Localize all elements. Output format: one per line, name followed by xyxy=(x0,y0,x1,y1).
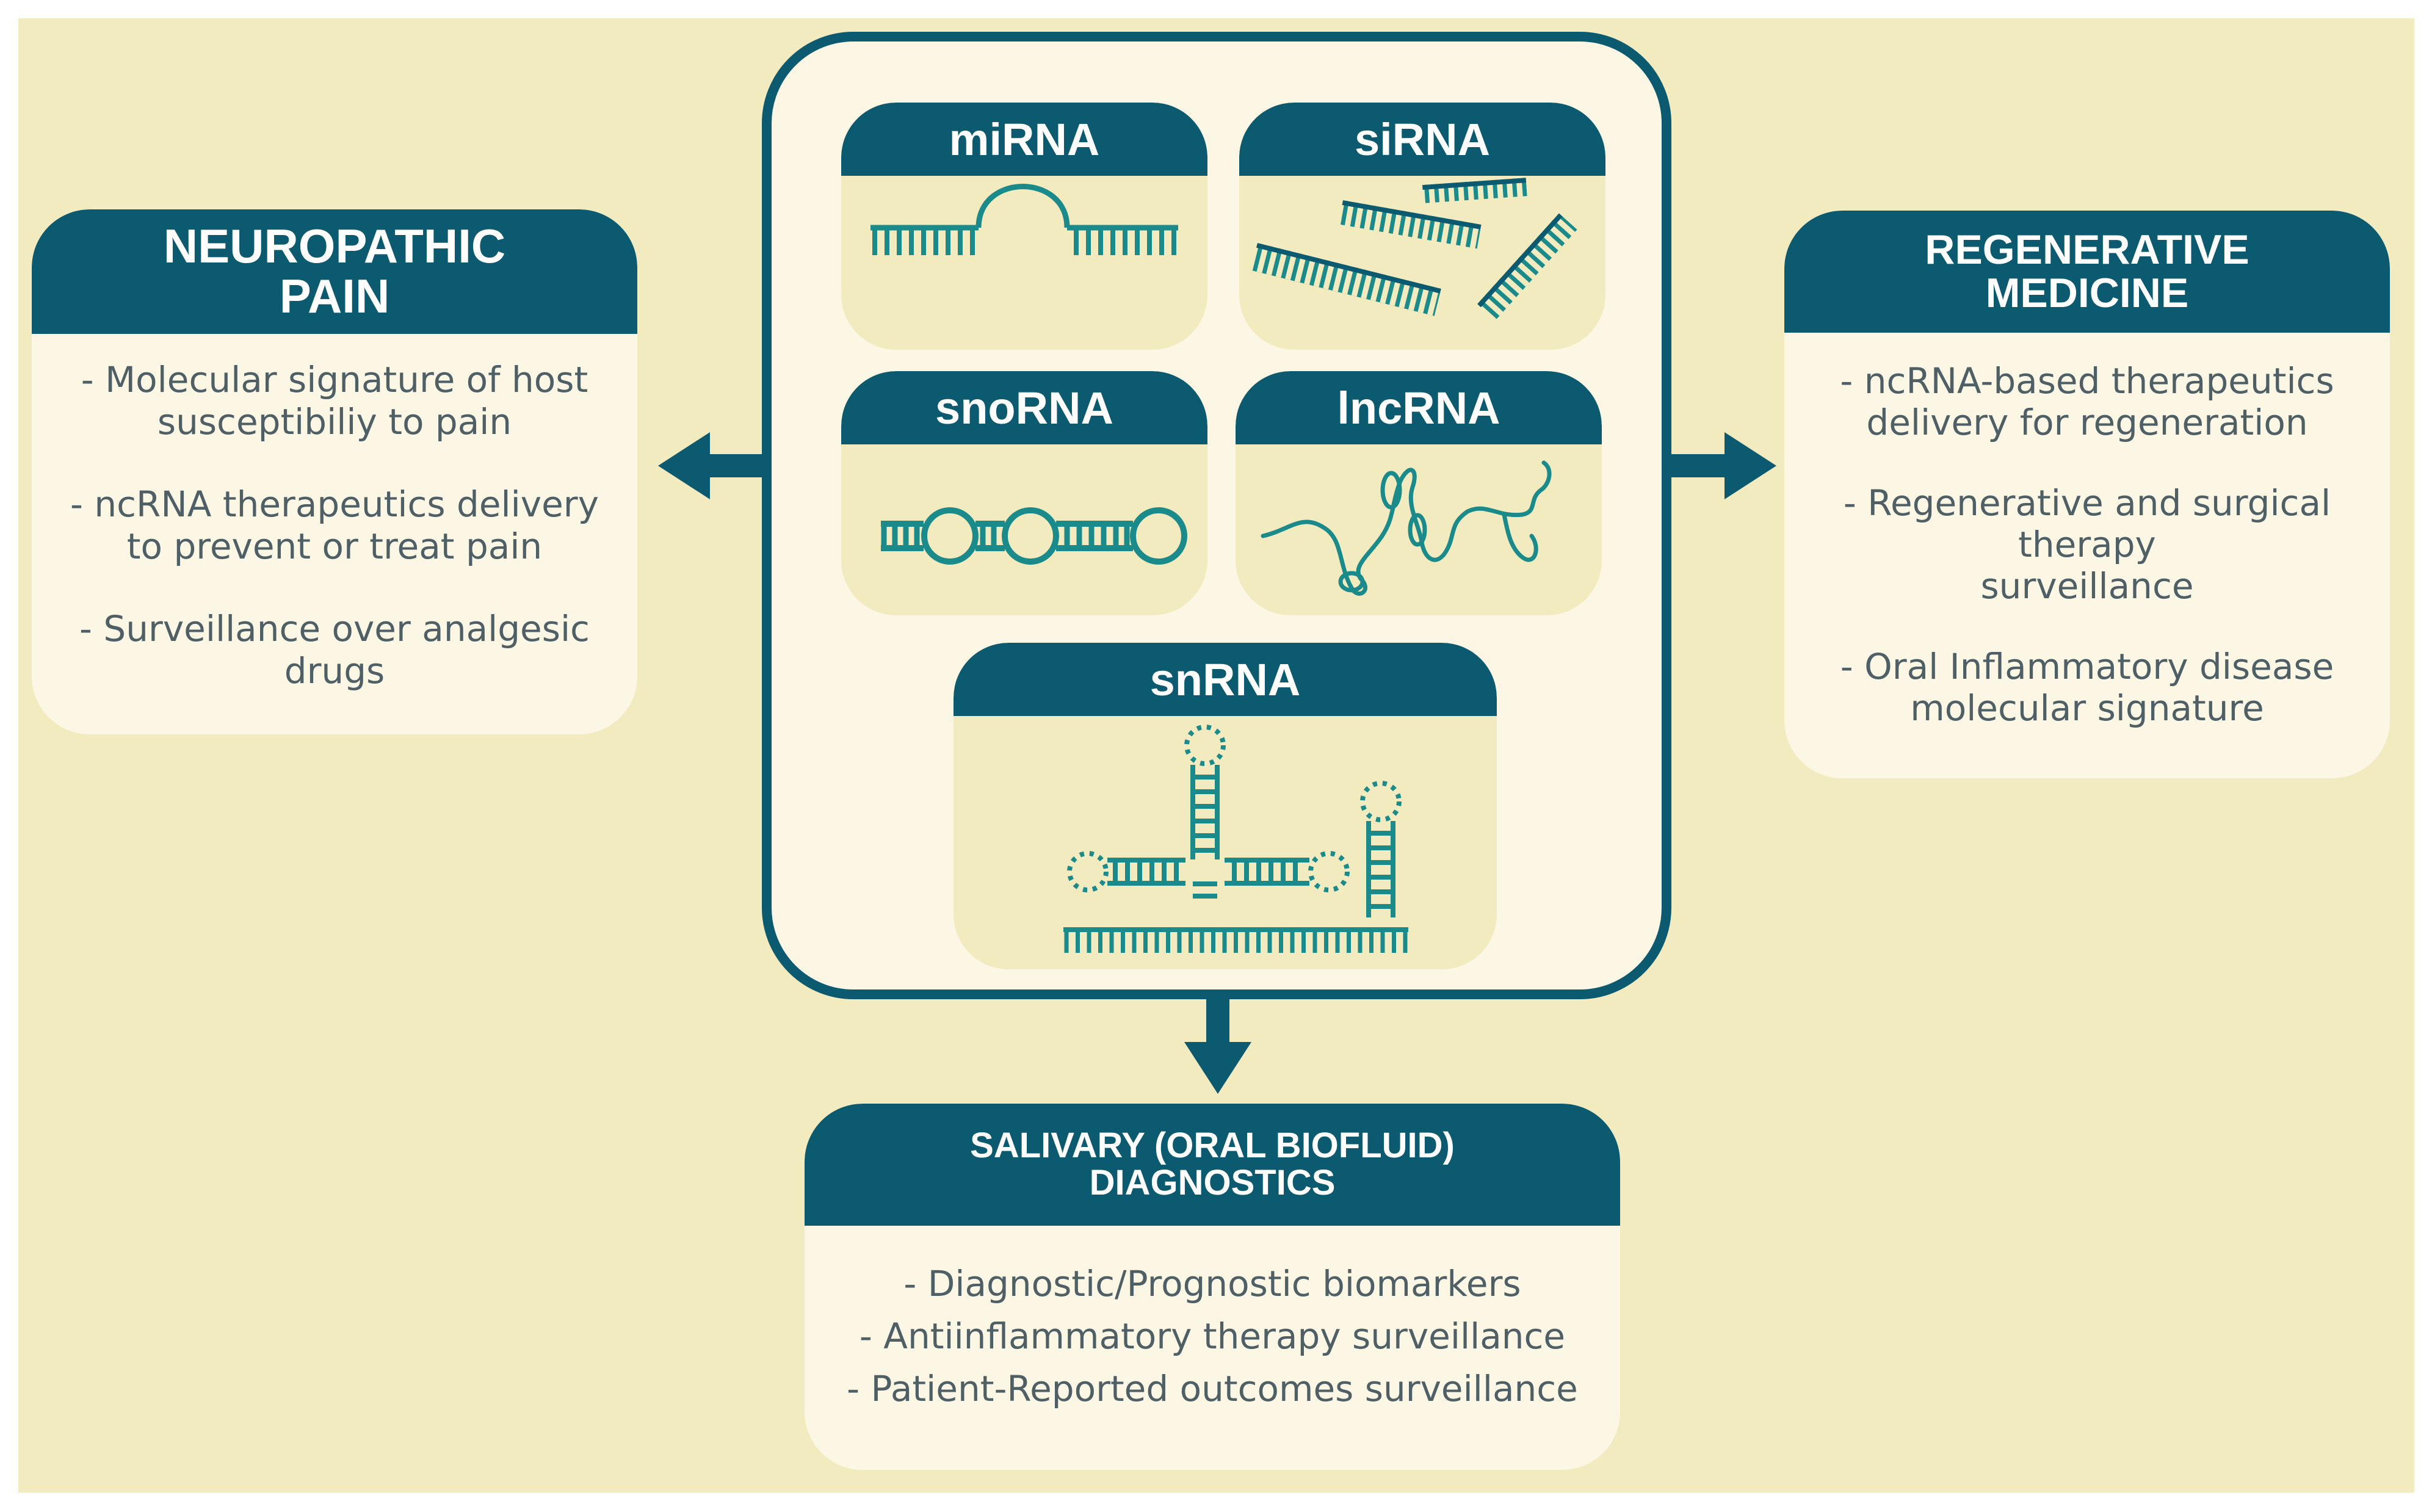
list-item-line: - ncRNA therapeutics delivery xyxy=(70,483,599,525)
regenerative-medicine-title-line1: REGENERATIVE xyxy=(1925,226,2249,273)
regenerative-medicine-box: REGENERATIVE MEDICINE - ncRNA-based ther… xyxy=(1784,211,2390,778)
regenerative-medicine-header: REGENERATIVE MEDICINE xyxy=(1784,211,2390,333)
lncrna-strand-icon xyxy=(1261,460,1552,596)
regenerative-medicine-title-line2: MEDICINE xyxy=(1985,270,2189,316)
snrna-card: snRNA xyxy=(954,643,1497,969)
list-item: - Patient-Reported outcomes surveillance xyxy=(847,1368,1578,1409)
list-item: - Oral Inflammatory disease molecular si… xyxy=(1784,646,2390,729)
arrow-down-icon xyxy=(1184,996,1251,1094)
list-item: - ncRNA therapeutics delivery to prevent… xyxy=(32,483,637,568)
list-item-line: to prevent or treat pain xyxy=(126,526,543,567)
neuropathic-pain-box: NEUROPATHIC PAIN - Molecular signature o… xyxy=(32,209,637,734)
salivary-diagnostics-box: SALIVARY (ORAL BIOFLUID) DIAGNOSTICS - D… xyxy=(805,1104,1620,1470)
salivary-diagnostics-title-line1: SALIVARY (ORAL BIOFLUID) xyxy=(970,1126,1455,1166)
salivary-diagnostics-header: SALIVARY (ORAL BIOFLUID) DIAGNOSTICS xyxy=(805,1104,1620,1226)
list-item: - Regenerative and surgical therapy surv… xyxy=(1784,482,2390,607)
snrna-structure-icon xyxy=(1063,725,1408,953)
salivary-diagnostics-list: - Diagnostic/Prognostic biomarkers - Ant… xyxy=(805,1257,1620,1415)
list-item-line: delivery for regeneration xyxy=(1866,402,2308,443)
regenerative-medicine-list: - ncRNA-based therapeutics delivery for … xyxy=(1784,360,2390,768)
neuropathic-pain-list: - Molecular signature of host susceptibi… xyxy=(32,359,637,732)
arrow-left-icon xyxy=(658,432,768,499)
mirna-card: miRNA xyxy=(841,103,1207,350)
snorna-label: snoRNA xyxy=(841,371,1207,444)
list-item-line: - Surveillance over analgesic xyxy=(79,608,590,649)
list-item-line: - Molecular signature of host xyxy=(81,359,588,400)
list-item: - ncRNA-based therapeutics delivery for … xyxy=(1784,360,2390,443)
neuropathic-pain-header: NEUROPATHIC PAIN xyxy=(32,209,637,334)
list-item-line: susceptibiliy to pain xyxy=(157,401,512,443)
snorna-loops-icon xyxy=(881,507,1187,565)
list-item-line: surveillance xyxy=(1980,565,2194,607)
lncrna-label: lncRNA xyxy=(1236,371,1602,444)
arrow-right-icon xyxy=(1667,432,1776,499)
neuropathic-pain-title-line1: NEUROPATHIC xyxy=(163,219,506,273)
list-item-line: drugs xyxy=(284,650,385,692)
mirna-hairpin-icon xyxy=(870,184,1178,255)
salivary-diagnostics-title-line2: DIAGNOSTICS xyxy=(1089,1163,1336,1203)
list-item: - Antiinflammatory therapy surveillance xyxy=(859,1315,1566,1357)
list-item-line: - ncRNA-based therapeutics xyxy=(1840,360,2334,402)
list-item-line: molecular signature xyxy=(1910,687,2264,729)
list-item: - Surveillance over analgesic drugs xyxy=(32,608,637,692)
snorna-card: snoRNA xyxy=(841,371,1207,615)
ncrna-types-panel: miRNA siRNA xyxy=(762,32,1671,999)
list-item: - Diagnostic/Prognostic biomarkers xyxy=(903,1263,1521,1304)
sirna-duplex-icon xyxy=(1250,178,1577,320)
neuropathic-pain-title-line2: PAIN xyxy=(279,269,390,323)
list-item-line: therapy xyxy=(2018,524,2156,565)
list-item-line: - Regenerative and surgical xyxy=(1843,482,2331,524)
mirna-label: miRNA xyxy=(841,103,1207,176)
lncrna-card: lncRNA xyxy=(1236,371,1602,615)
list-item-line: - Oral Inflammatory disease xyxy=(1840,646,2334,687)
snrna-label: snRNA xyxy=(954,643,1497,716)
list-item: - Molecular signature of host susceptibi… xyxy=(32,359,637,443)
sirna-card: siRNA xyxy=(1239,103,1605,350)
sirna-label: siRNA xyxy=(1239,103,1605,176)
